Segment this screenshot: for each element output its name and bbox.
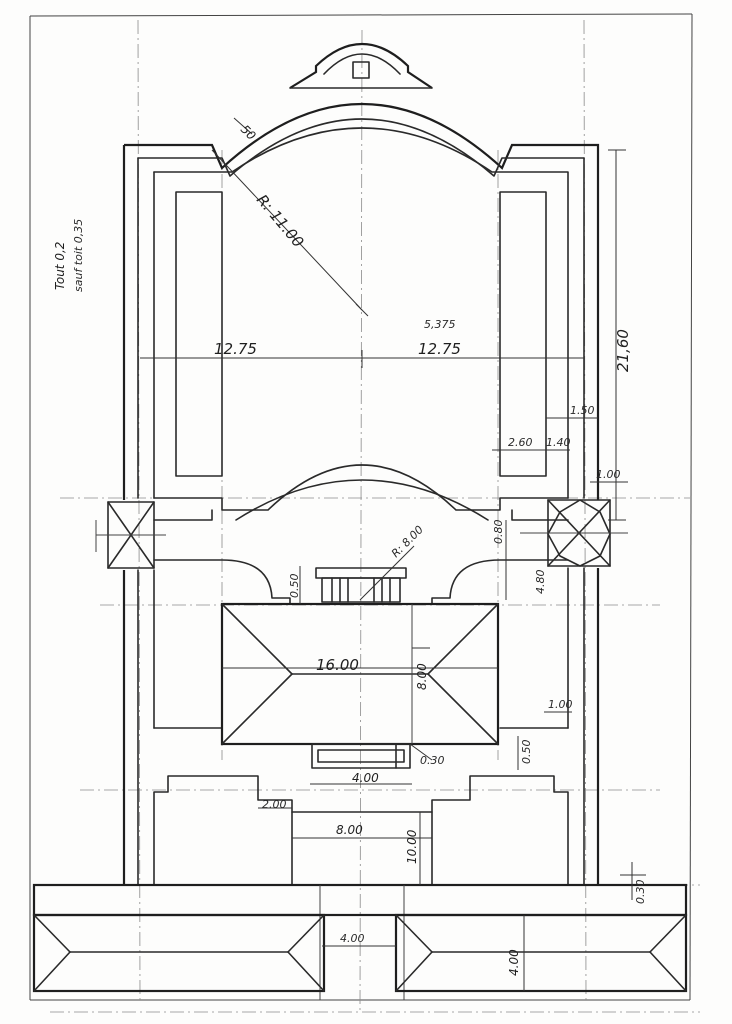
label-hall-width: 16.00 bbox=[316, 656, 359, 674]
label-pier-100: 1.00 bbox=[596, 468, 621, 481]
general-notes: Tout 0,2 sauf toit 0,35 bbox=[53, 219, 85, 292]
upper-hall-walls bbox=[122, 103, 600, 500]
label-wall-150: 1.50 bbox=[570, 404, 595, 417]
label-court-width: 8.00 bbox=[336, 823, 363, 837]
dimension-lines bbox=[140, 117, 646, 991]
label-wing-depth: 4.00 bbox=[507, 949, 521, 976]
label-step-030: 0.30 bbox=[420, 754, 445, 767]
label-wing-200: 2.00 bbox=[262, 798, 287, 811]
label-entry-width: 4.00 bbox=[340, 932, 365, 945]
label-half-width-left: 12.75 bbox=[214, 340, 257, 358]
altar-steps bbox=[315, 567, 407, 603]
label-side-100: 1.00 bbox=[548, 698, 573, 711]
label-court-depth: 10.00 bbox=[405, 829, 419, 864]
label-niche-260: 2.60 bbox=[508, 436, 533, 449]
note-thickness: Tout 0,2 bbox=[53, 242, 67, 290]
front-steps bbox=[311, 743, 411, 769]
side-porch-right bbox=[520, 499, 628, 567]
label-half-width-right: 12.75 bbox=[418, 340, 461, 358]
label-jamb-080: 0.80 bbox=[492, 520, 505, 545]
label-total-depth: 21,60 bbox=[614, 329, 632, 372]
front-band bbox=[32, 883, 688, 1000]
hip-roof-hall bbox=[220, 602, 500, 746]
upper-hall-base bbox=[153, 464, 569, 521]
label-porch-width: 4.00 bbox=[352, 771, 379, 785]
dome-cap bbox=[289, 43, 433, 89]
middle-hall-walls bbox=[122, 559, 600, 886]
label-hall-depth: 8.00 bbox=[415, 663, 429, 690]
lower-wing-right bbox=[394, 913, 688, 993]
label-radius-dome: R: 11.00 bbox=[253, 191, 307, 251]
label-top-050: 0.50 bbox=[288, 574, 301, 599]
lower-wing-left bbox=[32, 913, 326, 993]
side-porch-left bbox=[95, 501, 166, 569]
label-radius-arc: R: 8.00 bbox=[389, 523, 426, 560]
label-wall-030: 0.30 bbox=[634, 880, 647, 905]
label-center-mark: 5,375 bbox=[424, 318, 456, 331]
dimension-labels: R: 11.00 50 12.75 12.75 5,375 21,60 1.50… bbox=[214, 122, 647, 976]
side-niches bbox=[175, 191, 547, 477]
label-niche-140: 1.40 bbox=[546, 436, 571, 449]
label-side-050: 0.50 bbox=[520, 740, 533, 765]
sheet-frame bbox=[29, 13, 693, 1001]
label-jamb-480: 4.80 bbox=[534, 570, 547, 595]
note-roof-thickness: sauf toit 0,35 bbox=[72, 219, 85, 292]
